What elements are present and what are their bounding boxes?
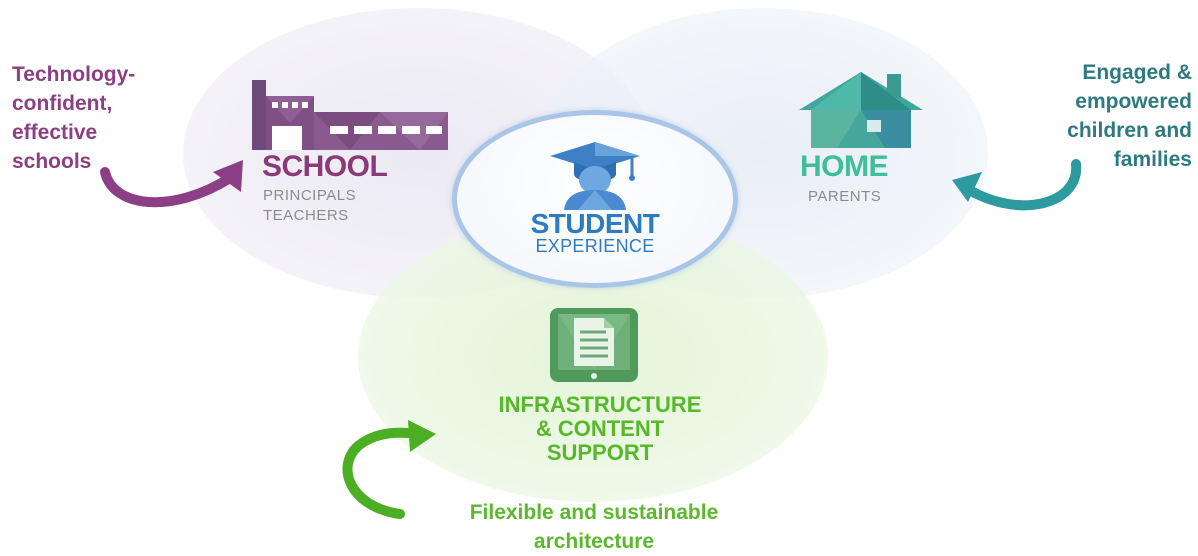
infrastructure-title-line: & CONTENT [535, 416, 665, 441]
school-title: SCHOOL [262, 150, 388, 183]
home-outcome-line: families [1113, 148, 1192, 171]
home-outcome-line: empowered [1075, 90, 1192, 113]
school-role-label: PRINCIPALS [263, 187, 357, 204]
school-building-icon [252, 80, 448, 150]
house-icon [799, 72, 923, 148]
infrastructure-outcome-text: Filexible and sustainable architecture [414, 498, 774, 556]
school-outcome-line: effective [12, 121, 98, 144]
infrastructure-outcome-line: Filexible and sustainable [469, 501, 719, 524]
school-subtitle: PRINCIPALS TEACHERS [263, 186, 356, 226]
school-outcome-line: confident, [12, 92, 113, 115]
home-outcome-line: children and [1067, 119, 1192, 142]
student-title: STUDENT [530, 208, 660, 239]
infrastructure-title: INFRASTRUCTURE & CONTENT SUPPORT [440, 393, 760, 465]
school-outcome-text: Technology- confident, effective schools [12, 60, 135, 176]
student-circle [452, 110, 738, 288]
infrastructure-outcome-line: architecture [533, 530, 655, 553]
home-subtitle: PARENTS [808, 188, 882, 205]
infrastructure-arrow-icon [342, 420, 436, 519]
infrastructure-title-line: INFRASTRUCTURE [498, 392, 702, 417]
home-outcome-text: Engaged & empowered children and familie… [1067, 58, 1192, 174]
home-outcome-line: Engaged & [1082, 61, 1192, 84]
school-outcome-line: schools [12, 150, 92, 173]
tablet-document-icon [550, 308, 638, 382]
school-role-label: TEACHERS [263, 207, 349, 224]
infrastructure-title-line: SUPPORT [546, 440, 654, 465]
school-outcome-line: Technology- [12, 63, 136, 86]
home-title: HOME [800, 150, 889, 183]
school-arrow-icon [100, 160, 243, 208]
graduation-student-icon [550, 142, 640, 210]
home-arrow-icon [952, 159, 1082, 211]
student-subtitle: EXPERIENCE [535, 236, 655, 256]
